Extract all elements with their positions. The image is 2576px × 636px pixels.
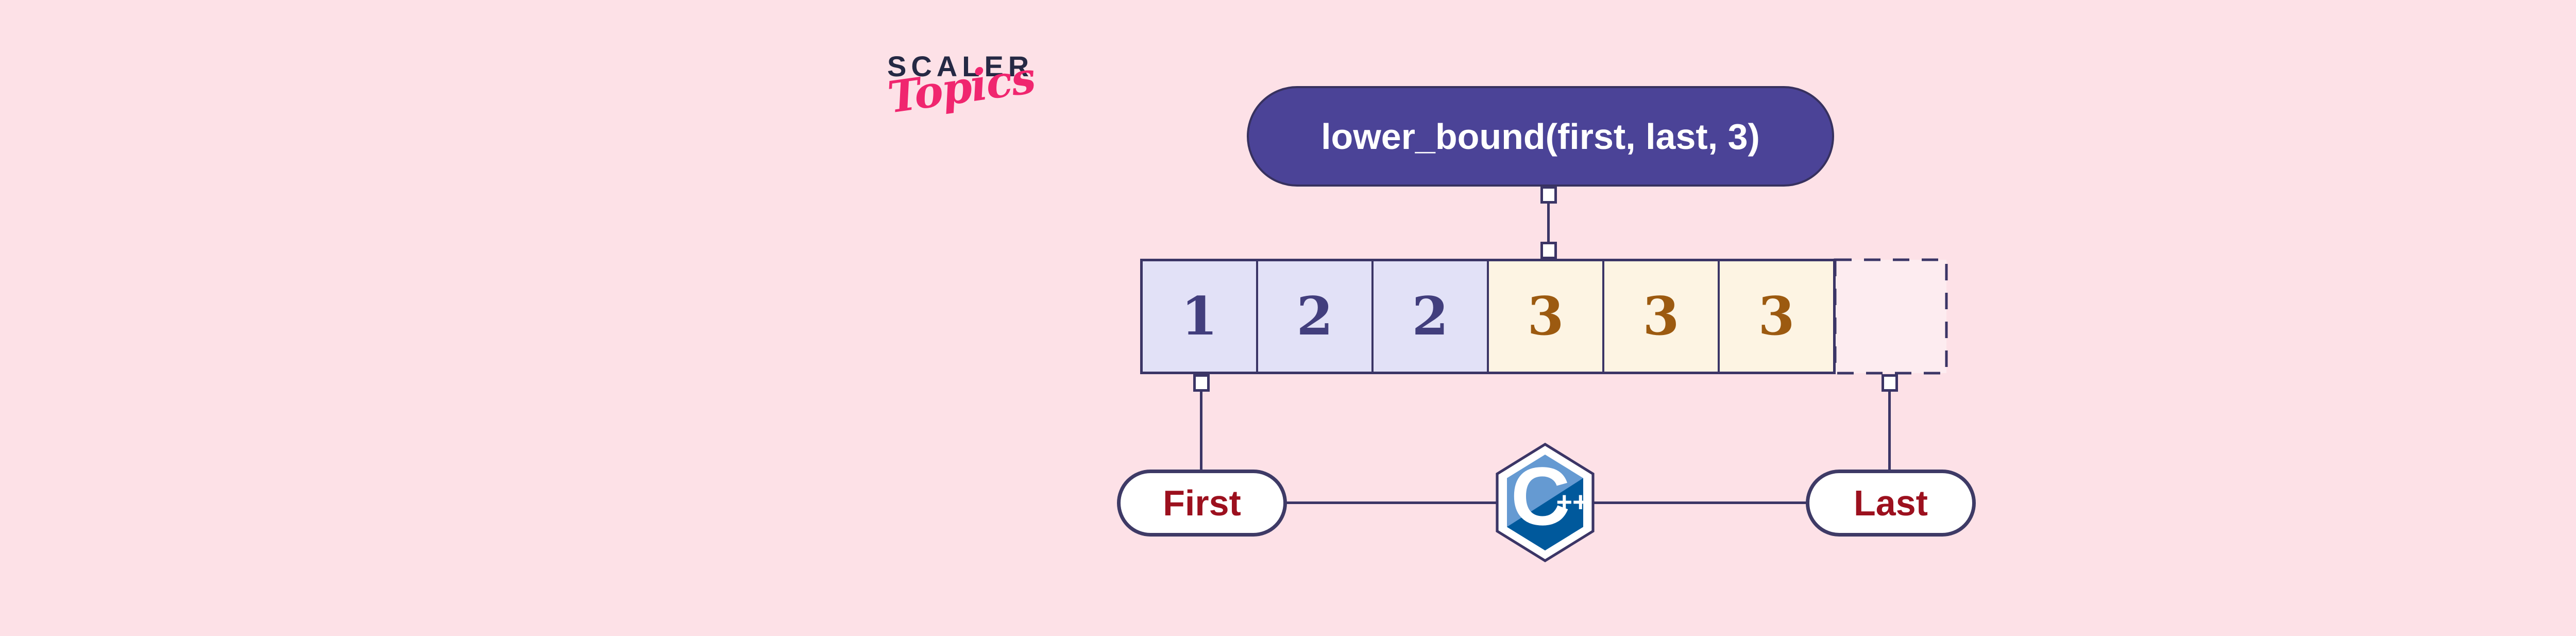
array-cell-value: 3 <box>1758 286 1795 347</box>
connector-port-pill-bottom <box>1540 186 1557 204</box>
last-pointer-pill: Last <box>1806 470 1976 537</box>
cpp-plus-plus: ++ <box>1556 487 1588 517</box>
array-cell: 2 <box>1258 261 1374 372</box>
array-cell-value: 2 <box>1412 286 1449 347</box>
array: 1 2 2 3 3 3 <box>1140 259 1836 374</box>
function-call-label: lower_bound(first, last, 3) <box>1321 116 1760 157</box>
connector-line-array-to-first <box>1200 390 1202 471</box>
array-cell-value: 3 <box>1642 286 1680 347</box>
connector-line-array-to-last <box>1888 390 1891 471</box>
array-cell-value: 1 <box>1181 286 1218 347</box>
array-cell: 1 <box>1143 261 1258 372</box>
last-pointer-label: Last <box>1854 483 1928 523</box>
array-cell-value: 2 <box>1296 286 1333 347</box>
array-cell: 2 <box>1374 261 1489 372</box>
connector-line-pill-to-array <box>1547 203 1550 243</box>
cpp-logo-icon: C ++ <box>1496 442 1595 563</box>
connector-port-last <box>1882 374 1898 392</box>
connector-port-first <box>1193 374 1210 392</box>
first-pointer-pill: First <box>1117 470 1287 537</box>
scaler-wordmark: SCALER <box>887 50 1034 82</box>
array-cell-value: 3 <box>1527 286 1564 347</box>
array-cell: 3 <box>1489 261 1604 372</box>
array-cell: 3 <box>1720 261 1833 372</box>
array-cell: 3 <box>1604 261 1720 372</box>
first-pointer-label: First <box>1163 483 1241 523</box>
cpp-letter: C <box>1511 450 1570 542</box>
function-call-pill: lower_bound(first, last, 3) <box>1247 86 1834 187</box>
scaler-topics-logo: SCALER Topics <box>885 49 1052 163</box>
connector-port-array-top <box>1540 242 1557 259</box>
array-end-dashed-cell <box>1834 258 1948 375</box>
